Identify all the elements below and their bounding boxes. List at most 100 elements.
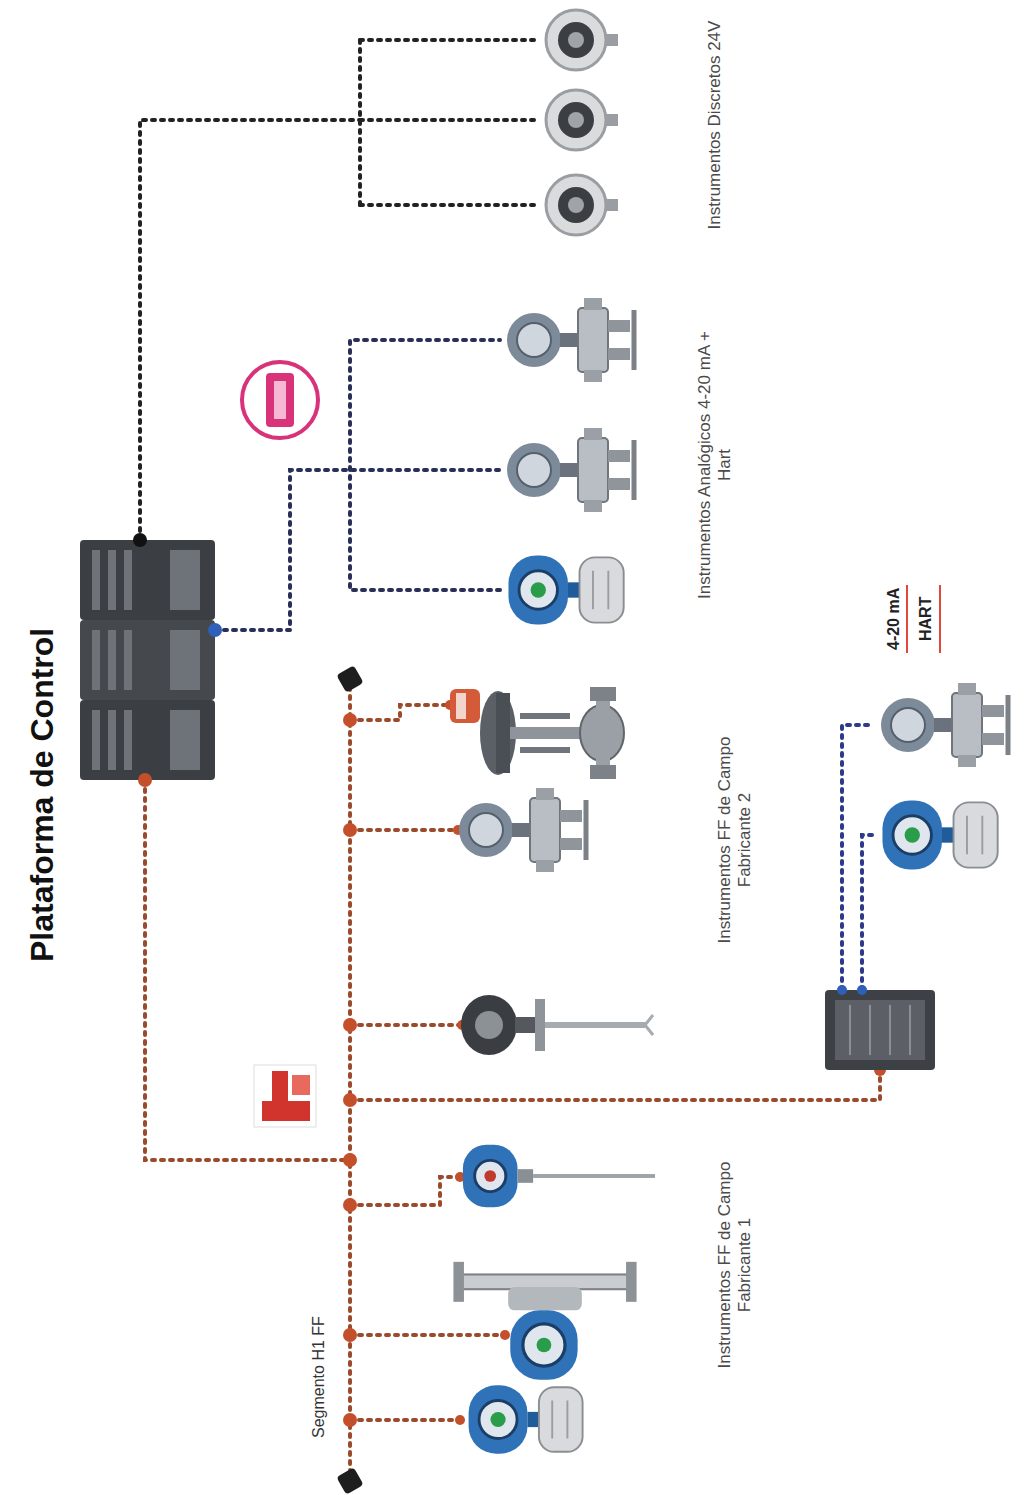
hart-wiring	[842, 725, 872, 990]
ff-junction-dots	[343, 1328, 357, 1342]
hart-underline	[907, 585, 940, 653]
hart-dots	[857, 985, 867, 995]
control-platform	[92, 710, 100, 770]
hart-instruments	[881, 683, 1008, 767]
hart-converter	[835, 1000, 925, 1060]
ff-instruments	[450, 687, 655, 1454]
control-platform	[80, 540, 215, 620]
hart-underline	[906, 585, 908, 653]
control-platform	[92, 550, 100, 610]
group-caption: Instrumentos FF de Campo Fabricante 1	[715, 1140, 756, 1390]
ff-h1-wiring	[350, 1177, 458, 1205]
control-platform	[124, 710, 132, 770]
hart-converter	[850, 1005, 910, 1055]
ff-h1-wiring	[350, 828, 456, 832]
segment-label: Segmento H1 FF	[309, 1314, 328, 1440]
ff-logo	[292, 1075, 310, 1095]
discrete-instruments	[546, 10, 618, 70]
hart-badge	[274, 381, 286, 419]
hart-badge	[242, 362, 318, 438]
ff-junction-dots	[343, 1198, 357, 1212]
control-platform	[108, 630, 116, 690]
hart-instruments	[882, 800, 997, 869]
discrete-instruments	[546, 10, 618, 235]
ff-h1-wiring	[145, 780, 350, 1160]
hart-badge	[266, 373, 294, 427]
hart-wiring	[842, 725, 872, 990]
ff-instruments	[463, 1145, 655, 1207]
ff-instruments	[450, 687, 624, 779]
ff-h1-wiring	[350, 1070, 880, 1100]
ff-h1-wiring	[350, 1333, 505, 1337]
hart-converter	[825, 990, 935, 1070]
control-platform	[124, 630, 132, 690]
ff-logo	[254, 1065, 316, 1127]
bus-terminator	[336, 665, 363, 1494]
ff-instruments	[459, 788, 586, 872]
discrete-port	[133, 533, 147, 547]
signal-label: 4-20 mA	[884, 588, 903, 650]
ff-junction-dots	[500, 1330, 510, 1340]
ff-h1-wiring	[145, 687, 880, 1473]
hart-converter	[869, 1005, 871, 1055]
ff-junction-dots	[138, 773, 152, 787]
ff-junction-dots	[343, 823, 357, 837]
control-platform	[108, 710, 116, 770]
ff-instruments	[469, 1385, 583, 1453]
discrete-wiring	[358, 40, 362, 205]
group-caption: Instrumentos Analógicos 4-20 mA + Hart	[695, 330, 736, 600]
control-platform	[80, 540, 215, 780]
ff-junction-dots	[455, 1415, 465, 1425]
control-platform	[80, 620, 215, 700]
ff-junction-dots	[138, 700, 886, 1427]
hart-converter	[909, 1005, 911, 1055]
signal-label: HART	[916, 597, 935, 641]
hart-instruments	[881, 683, 1008, 870]
discrete-instruments	[546, 90, 618, 150]
control-platform	[124, 550, 132, 610]
analog-instruments	[507, 298, 634, 382]
analog-instruments	[507, 298, 634, 625]
hart-dots	[837, 985, 867, 995]
hart-wiring	[862, 835, 872, 990]
ff-junction-dots	[343, 713, 357, 727]
discrete-wiring	[140, 120, 360, 540]
bus-terminator	[336, 1467, 363, 1494]
ff-instruments	[453, 1262, 636, 1380]
analog-wiring	[215, 340, 500, 630]
ff-h1-wiring	[350, 1418, 458, 1422]
discrete-wiring	[360, 203, 540, 207]
ff-h1-wiring	[350, 1023, 460, 1027]
hart-dots	[837, 985, 847, 995]
group-caption: Instrumentos Discretos 24V	[705, 15, 725, 235]
ff-logo	[254, 1065, 316, 1127]
ff-h1-wiring	[348, 687, 352, 1473]
hart-converter	[849, 1005, 851, 1055]
group-caption: Instrumentos FF de Campo Fabricante 2	[715, 715, 756, 965]
discrete-wiring	[360, 38, 540, 42]
ff-instruments	[461, 995, 653, 1055]
control-platform	[170, 630, 200, 690]
control-platform	[170, 550, 200, 610]
analog-instruments	[507, 428, 634, 512]
ff-h1-wiring	[350, 705, 448, 720]
discrete-wiring	[140, 40, 540, 540]
bus-terminator	[336, 665, 363, 692]
ff-junction-dots	[343, 1093, 357, 1107]
ff-junction-dots	[343, 1413, 357, 1427]
control-platform	[92, 550, 200, 770]
control-platform	[108, 550, 116, 610]
ff-logo	[262, 1101, 310, 1121]
analog-port	[208, 623, 222, 637]
analog-wiring	[350, 340, 500, 590]
analog-instruments	[508, 555, 623, 624]
hart-underline	[939, 585, 941, 653]
hart-badge	[242, 362, 318, 438]
hart-converter	[825, 990, 935, 1070]
hart-converter	[889, 1005, 891, 1055]
control-platform	[92, 630, 100, 690]
ff-junction-dots	[343, 1018, 357, 1032]
analog-wiring	[215, 470, 500, 630]
ff-junction-dots	[343, 1153, 357, 1167]
